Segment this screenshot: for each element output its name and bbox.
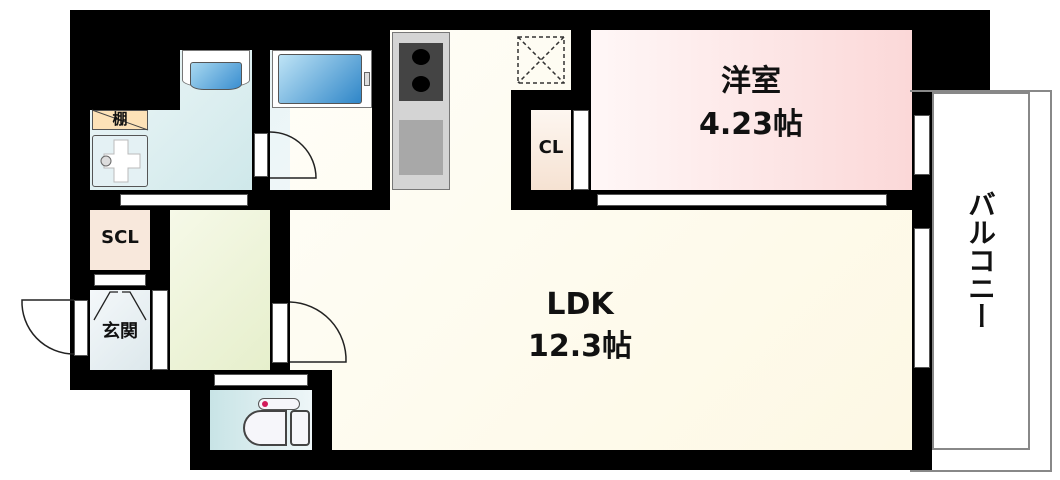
shelf-hatch-icon [91, 109, 149, 131]
balcony-label: バルコニー [964, 190, 997, 330]
ldk-name: LDK [546, 287, 614, 322]
bathroom-door-swing-icon [269, 131, 317, 179]
wall-bath-divider [252, 30, 270, 210]
wall-top-right [390, 10, 990, 30]
bathtub-basin [278, 54, 362, 104]
shoe-closet-floor [90, 210, 150, 270]
shoe-closet-door[interactable] [94, 274, 146, 286]
western-room-window[interactable] [914, 115, 930, 175]
closet-label: CL [538, 137, 564, 158]
shelf-label: 棚 [112, 110, 128, 128]
toilet-button-icon [262, 401, 268, 407]
bath-faucet [364, 72, 370, 86]
washroom-sliding-door[interactable] [120, 194, 248, 206]
western-room-floor [591, 30, 912, 190]
washbasin-bowl [190, 62, 242, 90]
balcony-outer [910, 90, 1052, 472]
western-room-size: 4.23帖 [698, 107, 804, 142]
balcony [932, 92, 1030, 450]
toilet-tank [290, 410, 310, 446]
sink[interactable] [399, 120, 443, 175]
corridor-floor [170, 210, 270, 370]
closet-floor [531, 110, 571, 190]
ldk-size: 12.3帖 [527, 329, 633, 364]
closet-door[interactable] [573, 110, 589, 190]
toilet-control-panel [258, 398, 300, 410]
entrance-door-frame[interactable] [74, 300, 88, 356]
ldk-door-swing-icon [289, 301, 347, 363]
drain-cross-icon [100, 139, 141, 183]
ldk-door-frame[interactable] [272, 303, 288, 363]
bathroom-door-frame[interactable] [254, 133, 268, 177]
wall-kitchen-left [372, 10, 390, 210]
wall-bottom [190, 450, 932, 470]
western-room-sliding-door[interactable] [597, 194, 887, 206]
entrance-door-swing-icon [21, 299, 75, 355]
entrance-floor [90, 290, 150, 370]
toilet-bowl[interactable] [243, 410, 287, 446]
western-room-name: 洋室 [721, 64, 781, 99]
wall-toilet-right [312, 370, 332, 470]
shoe-closet-door-swing-icon [93, 291, 147, 321]
wall-cl-top [571, 30, 591, 110]
shoe-closet-label: SCL [101, 227, 139, 248]
wall-toilet-left [190, 370, 210, 470]
burner-icon [412, 49, 430, 65]
entrance-step [152, 290, 168, 370]
ventilation-icon [517, 36, 565, 84]
ldk-window[interactable] [914, 228, 930, 368]
toilet-sliding-door[interactable] [214, 374, 308, 386]
burner-icon [412, 76, 430, 92]
entrance-label: 玄関 [102, 321, 138, 342]
